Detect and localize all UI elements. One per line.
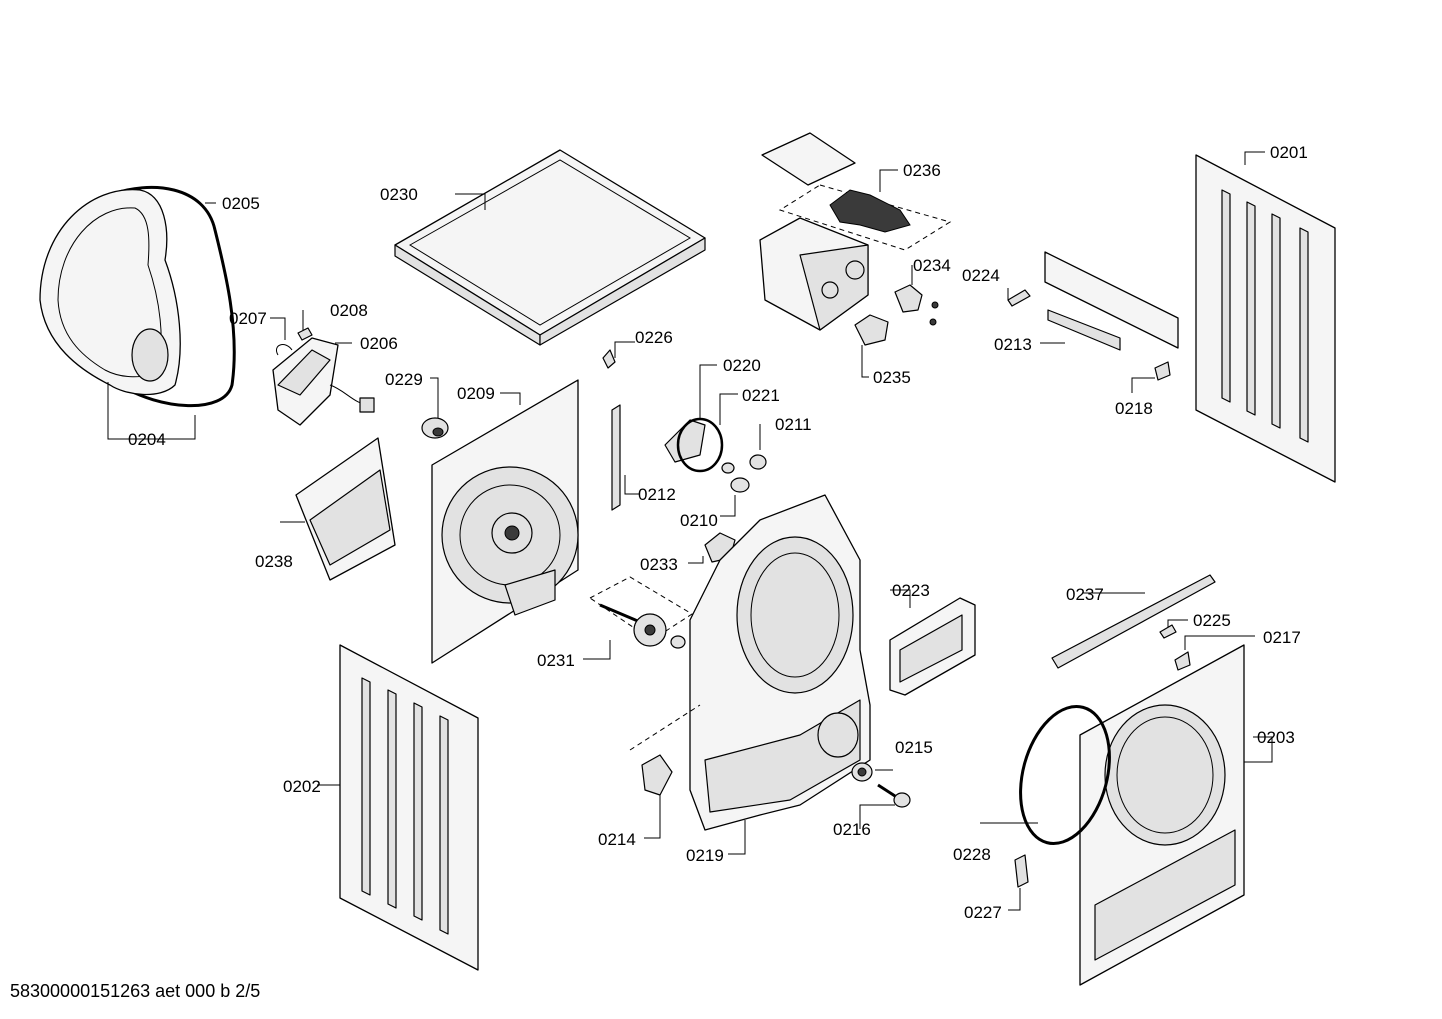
part-number-labels: 0201 0202 0203 0204 0205 0206 0207 0208 … [128,143,1308,922]
drum-roller-assembly-part [589,576,693,649]
adjustable-foot-part [877,783,911,808]
label-0235: 0235 [873,368,911,387]
door-catch-part [1174,651,1191,671]
label-0217: 0217 [1263,628,1301,647]
foot-part [851,762,873,782]
front-panel-part [1079,644,1245,986]
right-side-panel-part [1195,154,1336,483]
label-0206: 0206 [360,334,398,353]
guide-rail-part [611,404,621,511]
sensor-plug-part [721,454,767,493]
leader-lines [107,151,1273,911]
label-0203: 0203 [1257,728,1295,747]
door-lock-unit-part [272,327,375,426]
label-0214: 0214 [598,830,636,849]
front-bearing-shield-part [689,494,871,831]
label-0227: 0227 [964,903,1002,922]
label-0202: 0202 [283,777,321,796]
document-reference-footer: 58300000151263 aet 000 b 2/5 [10,981,261,1001]
bracket-holder-part [1154,361,1171,381]
label-0237: 0237 [1066,585,1104,604]
small-clip-part [602,349,616,369]
small-knob-part [421,417,449,439]
label-0223: 0223 [892,581,930,600]
label-0210: 0210 [680,511,718,530]
label-0204: 0204 [128,430,166,449]
label-0238: 0238 [255,552,293,571]
label-0211: 0211 [775,415,812,434]
label-0212: 0212 [638,485,676,504]
label-0229: 0229 [385,370,423,389]
label-0209: 0209 [457,384,495,403]
air-duct-part [295,437,396,581]
label-0231: 0231 [537,651,575,670]
top-cover-panel-part [394,149,706,346]
label-0230: 0230 [380,185,418,204]
label-0205: 0205 [222,194,260,213]
electronics-board-part [1044,251,1179,351]
label-0208: 0208 [330,301,368,320]
housing-cover-plate-part [761,132,952,251]
label-0220: 0220 [723,356,761,375]
rear-wall-panel-part [431,379,579,664]
hinge-clip-part [1159,624,1177,639]
label-0201: 0201 [1270,143,1308,162]
label-0221: 0221 [742,386,780,405]
motor-capacitor-part [854,314,889,346]
label-0233: 0233 [640,555,678,574]
label-0218: 0218 [1115,399,1153,418]
door-frame-part [39,189,181,396]
label-0228: 0228 [953,845,991,864]
label-0213: 0213 [994,335,1032,354]
label-0215: 0215 [895,738,933,757]
door-hinge-part [1014,854,1029,888]
label-0236: 0236 [903,161,941,180]
label-0226: 0226 [635,328,673,347]
label-0216: 0216 [833,820,871,839]
left-side-panel-part [339,644,479,971]
label-0234: 0234 [913,256,951,275]
fluff-filter-part [889,597,976,696]
lint-sensor-part [629,704,701,796]
label-0225: 0225 [1193,611,1231,630]
retaining-clip-part [1007,289,1031,307]
switch-component-part [894,284,939,326]
label-0207: 0207 [229,309,267,328]
label-0219: 0219 [686,846,724,865]
label-0224: 0224 [962,266,1000,285]
cover-strip-part [1051,574,1216,669]
front-door-seal-part [1019,705,1111,845]
control-housing-box-part [759,217,869,331]
